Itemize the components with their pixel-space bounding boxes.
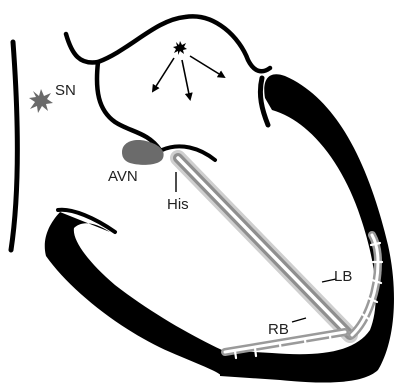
- label-rb: RB: [268, 321, 289, 338]
- small-star-icon: [173, 41, 187, 55]
- label-avn: AVN: [108, 168, 138, 185]
- atrial-septum-outline: [97, 62, 160, 150]
- label-lb: LB: [334, 268, 352, 285]
- arrow-icon: [153, 56, 224, 99]
- rb-leader-line: [292, 318, 306, 322]
- right-ventricle-wall: [45, 212, 222, 376]
- atrial-left-wall: [11, 42, 17, 250]
- label-sn: SN: [55, 82, 76, 99]
- starburst-icon: [29, 89, 53, 113]
- label-his: His: [167, 196, 189, 213]
